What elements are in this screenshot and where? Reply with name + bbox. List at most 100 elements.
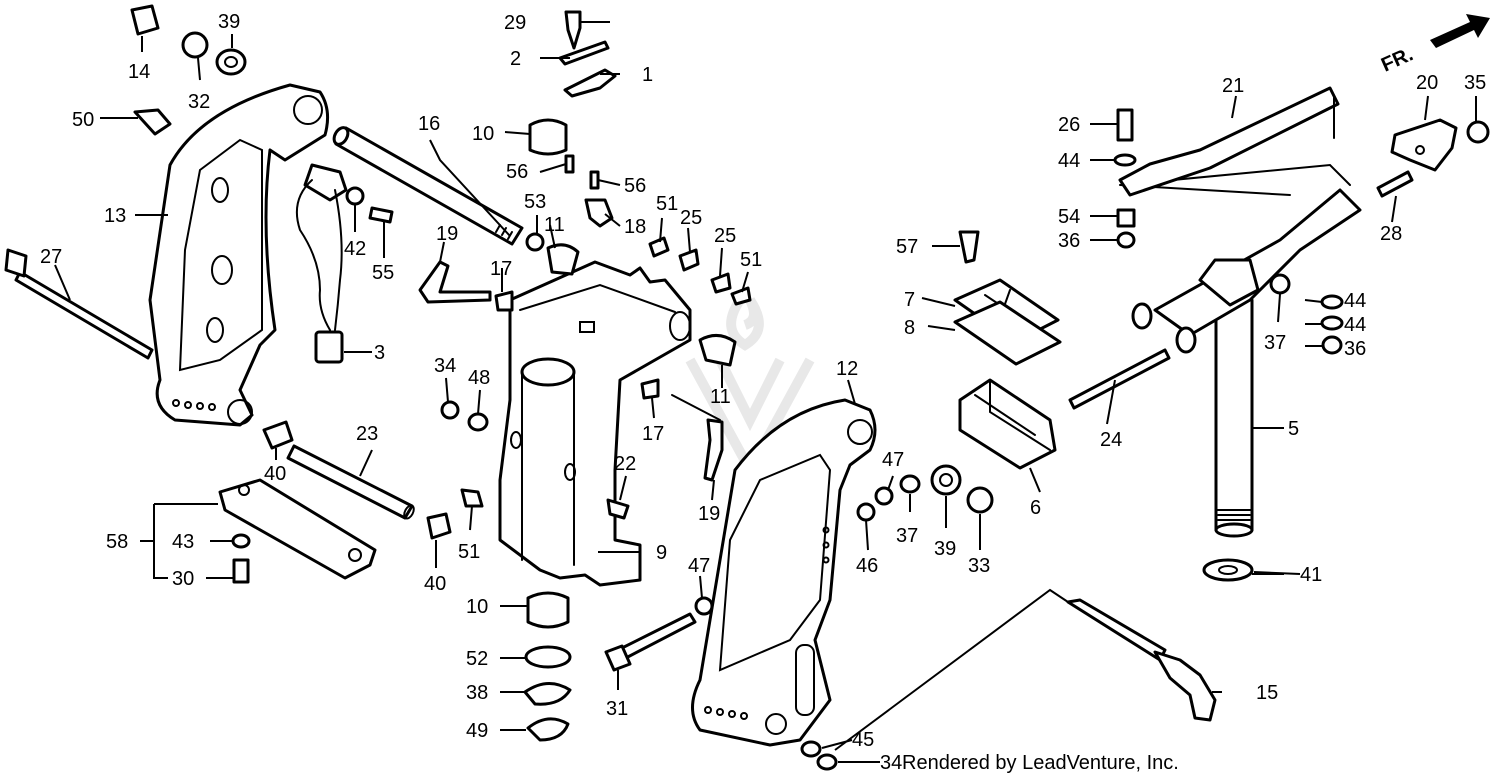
callout-11-lower: 11 xyxy=(710,386,731,408)
long-bolt-27 xyxy=(4,248,154,360)
pin-19-lower xyxy=(671,394,724,482)
fitting-50 xyxy=(133,108,172,136)
washer-44-c xyxy=(1320,315,1344,331)
plate-1 xyxy=(563,68,617,98)
collar-17-upper xyxy=(494,290,514,312)
callout-51-b: 51 xyxy=(740,249,762,271)
washer-53 xyxy=(525,232,545,252)
washer-40-right xyxy=(426,512,452,540)
tilt-tube xyxy=(332,126,524,246)
bracket-20 xyxy=(1390,118,1458,172)
callout-23: 23 xyxy=(356,423,378,445)
callout-40-right: 40 xyxy=(424,573,446,595)
washer-41 xyxy=(1202,558,1254,582)
callout-26: 26 xyxy=(1058,114,1080,136)
nut-34-bottom xyxy=(816,753,838,771)
callout-12: 12 xyxy=(836,358,858,380)
steering-link-21 xyxy=(1118,86,1340,197)
callout-50: 50 xyxy=(72,109,94,131)
ring-49 xyxy=(526,717,570,742)
callout-25-b: 25 xyxy=(714,225,736,247)
bolt-55 xyxy=(368,206,394,224)
callout-30: 30 xyxy=(172,568,194,590)
hardware xyxy=(130,4,1490,771)
front-label: FR. xyxy=(1378,43,1416,76)
nut-32 xyxy=(181,31,209,59)
callout-52: 52 xyxy=(466,648,488,670)
callout-56-a: 56 xyxy=(506,161,528,183)
washer-40-left xyxy=(262,420,294,450)
bushing-11-upper xyxy=(546,243,580,276)
callout-39-mid: 39 xyxy=(934,538,956,560)
pin-19-upper xyxy=(418,260,492,304)
callout-11-upper: 11 xyxy=(544,214,565,236)
callout-51-c: 51 xyxy=(458,541,480,563)
collar-10-lower xyxy=(526,591,570,629)
trim-sender-harness-3 xyxy=(296,163,348,364)
collar-17-lower xyxy=(640,378,660,400)
washer-44-a xyxy=(1113,153,1137,167)
washer-48 xyxy=(467,412,489,432)
nut-33 xyxy=(966,486,994,514)
bolt-25-a xyxy=(678,248,700,272)
callout-37-mid: 37 xyxy=(896,525,918,547)
washer-42 xyxy=(345,186,365,206)
bolt-57 xyxy=(958,230,980,264)
nut-36-a xyxy=(1116,231,1136,249)
plate-2 xyxy=(558,40,610,66)
knob-18 xyxy=(584,198,614,228)
callout-55: 55 xyxy=(372,262,394,284)
block-6 xyxy=(958,378,1057,470)
callout-51-a: 51 xyxy=(656,193,678,215)
arrow-icon xyxy=(1430,14,1490,48)
bushing-14 xyxy=(130,4,160,36)
callout-15: 15 xyxy=(1256,682,1278,704)
callout-41: 41 xyxy=(1300,564,1322,586)
callout-48: 48 xyxy=(468,367,490,389)
callout-47-upper: 47 xyxy=(882,449,904,471)
pin-56-b xyxy=(589,170,600,190)
callout-numbers: 29 2 1 10 16 56 56 18 53 11 51 25 25 51 … xyxy=(40,11,1486,774)
washer-47-lower xyxy=(694,596,714,616)
callout-20: 20 xyxy=(1416,72,1438,94)
callout-57: 57 xyxy=(896,236,918,258)
callout-14: 14 xyxy=(128,61,150,83)
washer-43 xyxy=(231,533,251,549)
callout-28: 28 xyxy=(1380,223,1402,245)
callout-6: 6 xyxy=(1030,497,1041,519)
callout-54: 54 xyxy=(1058,206,1080,228)
callout-39-top: 39 xyxy=(218,11,240,33)
callout-13: 13 xyxy=(104,205,126,227)
washer-45 xyxy=(800,740,822,758)
stud-28 xyxy=(1376,170,1414,198)
callout-43: 43 xyxy=(172,531,194,553)
callout-46: 46 xyxy=(856,555,878,577)
bolt-26 xyxy=(1116,108,1134,142)
callout-44-a: 44 xyxy=(1058,150,1080,172)
callout-34-bottom: 34 xyxy=(880,752,902,774)
callout-3: 3 xyxy=(374,342,385,364)
callout-17-upper: 17 xyxy=(490,258,512,280)
bolt-51-c xyxy=(460,488,484,508)
callout-19-upper: 19 xyxy=(436,223,458,245)
bolt-30 xyxy=(232,558,250,584)
callout-19-lower: 19 xyxy=(698,503,720,525)
pin-56-a xyxy=(564,154,575,174)
callout-36-b: 36 xyxy=(1344,338,1366,360)
washer-39-top xyxy=(215,48,247,76)
bushing-11-lower xyxy=(698,334,737,367)
callout-9: 9 xyxy=(656,542,667,564)
washer-47-upper xyxy=(874,486,894,506)
callout-38: 38 xyxy=(466,682,488,704)
pin-23 xyxy=(286,444,415,520)
callout-40-left: 40 xyxy=(264,463,286,485)
credit-text: Rendered by LeadVenture, Inc. xyxy=(902,752,1179,774)
steering-shaft-5 xyxy=(1214,298,1254,538)
swivel-bracket-right xyxy=(691,398,877,747)
callout-33: 33 xyxy=(968,555,990,577)
callout-22: 22 xyxy=(614,453,636,475)
bolt-29 xyxy=(564,10,582,50)
callout-56-b: 56 xyxy=(624,175,646,197)
collar-54 xyxy=(1116,208,1136,228)
